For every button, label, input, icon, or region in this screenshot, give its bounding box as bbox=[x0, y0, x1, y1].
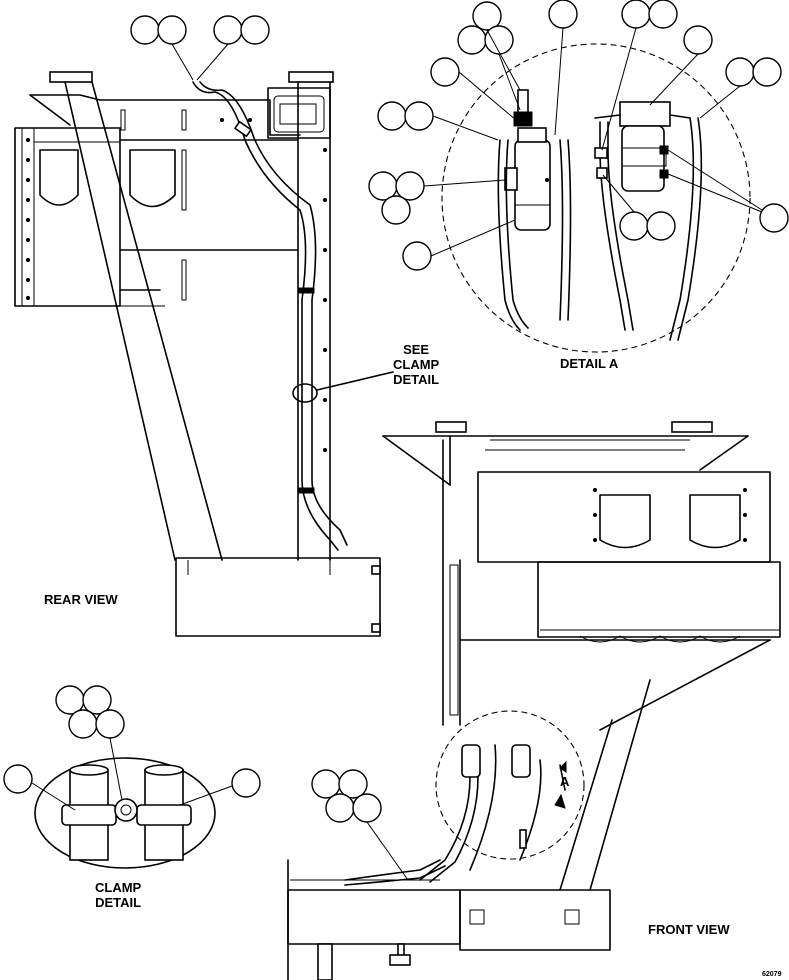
callout-bubbles bbox=[3, 0, 789, 881]
clamp-detail-label: CLAMP DETAIL bbox=[95, 880, 141, 910]
see-clamp-line-2: CLAMP bbox=[393, 357, 440, 372]
see-clamp-detail-note: SEE CLAMP DETAIL bbox=[393, 342, 439, 387]
clamp-detail-line-2: DETAIL bbox=[95, 895, 142, 910]
rear-view-frame bbox=[14, 71, 381, 637]
detail-a-label: DETAIL A bbox=[560, 356, 619, 371]
rear-view-label: REAR VIEW bbox=[44, 592, 118, 607]
front-view-label: FRONT VIEW bbox=[648, 922, 730, 937]
see-clamp-line-1: SEE bbox=[403, 342, 430, 357]
clamp-detail-line-1: CLAMP bbox=[95, 880, 142, 895]
clamp-detail bbox=[34, 757, 216, 869]
detail-a-marker: A bbox=[560, 774, 570, 789]
rear-view-hose bbox=[192, 81, 394, 551]
see-clamp-line-3: DETAIL bbox=[393, 372, 440, 387]
front-view-frame bbox=[287, 421, 781, 980]
drawing-code: 62079 bbox=[762, 971, 782, 978]
detail-a-circle bbox=[441, 43, 751, 353]
